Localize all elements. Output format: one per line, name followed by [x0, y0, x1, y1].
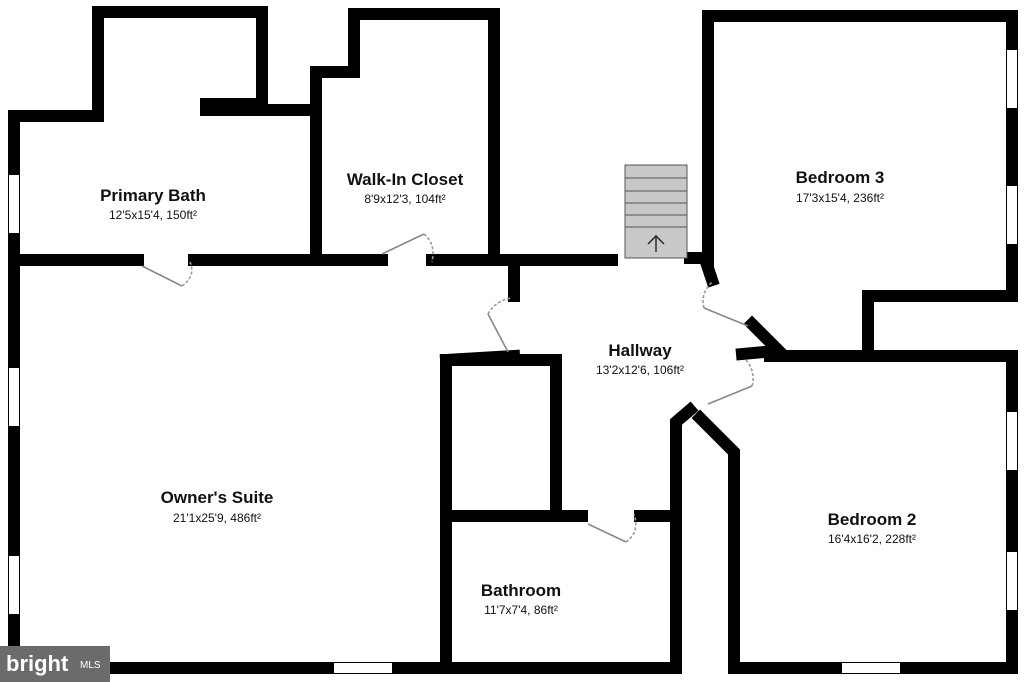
door-bedroom-2: [707, 385, 753, 405]
room-name-primary-bath: Primary Bath: [100, 186, 206, 205]
room-name-hallway: Hallway: [608, 341, 672, 360]
room-dims-primary-bath: 12'5x15'4, 150ft²: [109, 208, 197, 222]
window-bed2-right-2: [1007, 552, 1017, 610]
bright-mls-logo: bright MLS: [0, 646, 110, 682]
room-name-bedroom-3: Bedroom 3: [796, 168, 885, 187]
window-owners-left-2: [9, 556, 19, 614]
room-dims-bedroom-3: 17'3x15'4, 236ft²: [796, 191, 884, 205]
walls: [8, 6, 1018, 674]
wall-owners-suite: [8, 254, 446, 674]
window-bed2-right-1: [1007, 412, 1017, 470]
door-primary-bath: [141, 265, 183, 287]
window-owners-left-1: [9, 368, 19, 426]
window-bath-left: [9, 175, 19, 233]
windows: [9, 50, 1017, 673]
stairs: [624, 164, 688, 259]
wall-primary-bath: [8, 6, 316, 266]
room-dims-walk-in-closet: 8'9x12'3, 104ft²: [364, 192, 445, 206]
wall-walk-in-closet: [310, 8, 500, 264]
room-name-owners-suite: Owner's Suite: [161, 488, 274, 507]
arrow-up-icon: [647, 235, 665, 252]
room-dims-bedroom-2: 16'4x16'2, 228ft²: [828, 532, 916, 546]
door-bathroom: [587, 523, 627, 543]
wall-hall-lower-left: [670, 401, 699, 522]
window-owners-bottom: [334, 663, 392, 673]
wall-hall-right-stub: [735, 315, 795, 361]
logo-suffix: MLS: [80, 660, 101, 671]
wall-hall-lower-right: [691, 409, 740, 674]
room-labels: Primary Bath 12'5x15'4, 150ft² Walk-In C…: [100, 168, 916, 617]
room-name-bedroom-2: Bedroom 2: [828, 510, 917, 529]
window-bed3-right-2: [1007, 186, 1017, 244]
wall-bathroom-right: [434, 510, 682, 674]
wall-bedroom-3: [702, 10, 1018, 360]
door-walk-in-closet: [381, 233, 425, 255]
window-bed3-right-1: [1007, 50, 1017, 108]
wall-corner-bed3: [698, 254, 720, 288]
room-name-bathroom: Bathroom: [481, 581, 561, 600]
room-name-walk-in-closet: Walk-In Closet: [347, 170, 464, 189]
logo-brand: bright: [6, 651, 69, 676]
door-bedroom-3: [703, 307, 749, 327]
doors: [141, 233, 754, 543]
window-bed2-bottom: [842, 663, 900, 673]
room-dims-owners-suite: 21'1x25'9, 486ft²: [173, 511, 261, 525]
room-dims-hallway: 13'2x12'6, 106ft²: [596, 363, 684, 377]
door-owners-suite: [487, 313, 509, 353]
wall-hall-lower-stub: [439, 349, 521, 367]
room-dims-bathroom: 11'7x7'4, 86ft²: [484, 603, 558, 617]
